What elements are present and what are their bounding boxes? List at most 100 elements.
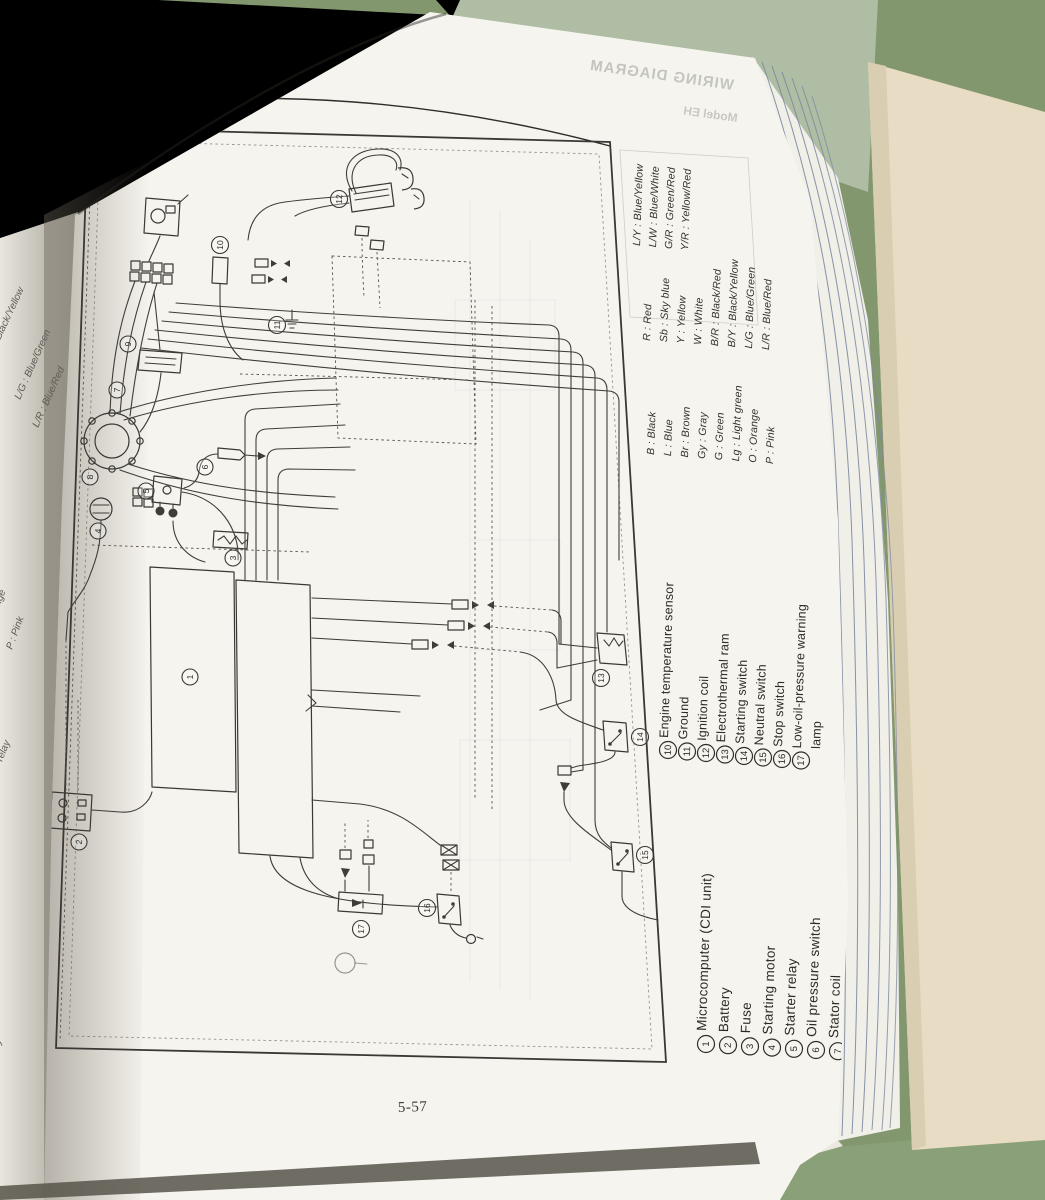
legend-label-6: Oil pressure switch: [804, 917, 823, 1037]
legend-label-12: Ignition coil: [695, 676, 711, 742]
circled-number-11: 11: [267, 315, 287, 335]
circled-number-15: 15: [635, 845, 655, 865]
svg-text:15: 15: [640, 850, 650, 860]
color-code-sb: Sb : Sky blue: [658, 278, 672, 343]
black-cover-notch: [436, 0, 460, 18]
legend-label-14: Starting switch: [733, 659, 750, 744]
circled-number-4: 4: [89, 522, 107, 540]
color-code-lw: L/W : Blue/White: [647, 166, 662, 248]
wiring-diagram: 1 2 3 4 5 6 7 8 9 10 11 12 13 14 15 16 1…: [49, 139, 659, 1041]
color-code-l: L : Blue: [662, 419, 675, 456]
legend-circle-14: 14: [734, 746, 754, 766]
inline-connectors: [251, 258, 612, 893]
bullet-connector-pair: [440, 844, 460, 893]
legend-circle-15: 15: [753, 748, 773, 767]
svg-text:5: 5: [141, 488, 151, 493]
left-fragment-ay: ay: [0, 1036, 5, 1051]
color-code-legend: L/Y : Blue/Yellow L/W : Blue/White G/R :…: [631, 163, 777, 465]
legend-circle-2: 2: [718, 1036, 738, 1055]
circled-number-9: 9: [119, 335, 137, 353]
legend-label-3: Fuse: [738, 1002, 754, 1034]
svg-text:4: 4: [93, 528, 103, 533]
legend-circle-17: 17: [791, 751, 811, 770]
color-code-lr2: L/R : Blue/Red: [760, 278, 775, 350]
legend-label-10: Engine temperature sensor: [657, 582, 676, 738]
circled-number-16: 16: [417, 898, 437, 918]
svg-text:12: 12: [334, 194, 344, 204]
svg-text:13: 13: [720, 749, 731, 760]
engine-temp-sensor-symbol: [211, 256, 244, 361]
svg-text:14: 14: [739, 751, 750, 762]
top-left-component: [143, 194, 189, 262]
legend-circle-11: 11: [677, 742, 697, 761]
legend-circle-6: 6: [806, 1040, 826, 1060]
circled-number-2: 2: [70, 833, 88, 851]
legend-circle-1: 1: [696, 1034, 716, 1054]
svg-text:6: 6: [811, 1047, 822, 1053]
svg-text:11: 11: [272, 320, 282, 329]
cdi-unit-symbol: [149, 566, 317, 859]
circled-number-10: 10: [210, 235, 230, 255]
legend-label-15: Neutral switch: [752, 664, 769, 746]
circled-number-17: 17: [351, 919, 371, 939]
ghost-diagram: [454, 200, 571, 1000]
legend-label-7: Stator coil: [826, 974, 843, 1038]
color-code-g: G : Green: [713, 412, 727, 460]
svg-text:12: 12: [701, 748, 712, 759]
legend-circle-12: 12: [696, 743, 716, 763]
electrothermal-ram-symbol: [596, 632, 628, 666]
color-code-gy: Gy : Gray: [696, 411, 710, 459]
table-surface-bottom: [750, 1128, 1045, 1200]
circled-number-14: 14: [630, 727, 650, 747]
fuse-symbol: [212, 530, 249, 550]
page-curl-edge: [77, 12, 447, 215]
color-code-w: W : White: [692, 297, 706, 345]
color-code-lg2: L/G : Blue/Green: [743, 267, 758, 349]
component-legend-10-17: 10 Engine temperature sensor 11 Ground 1…: [657, 582, 824, 770]
svg-text:3: 3: [745, 1044, 756, 1050]
svg-text:13: 13: [596, 673, 606, 683]
circled-number-6: 6: [196, 458, 214, 476]
spine-shadow: [44, 160, 150, 1200]
circled-number-3: 3: [224, 549, 242, 567]
neutral-switch-symbol: [610, 841, 635, 873]
circled-number-1: 1: [181, 668, 199, 686]
rectifier-regulator-symbol: [137, 349, 183, 374]
legend-circle-5: 5: [784, 1039, 804, 1058]
main-page: [44, 12, 848, 1200]
circled-number-8: 8: [81, 468, 99, 486]
wires: [59, 139, 659, 1041]
svg-text:1: 1: [185, 674, 195, 679]
svg-text:2: 2: [74, 839, 84, 844]
ignition-coil-symbol: [247, 148, 425, 309]
svg-text:16: 16: [422, 903, 432, 913]
svg-text:2: 2: [723, 1042, 734, 1048]
svg-text:1: 1: [701, 1041, 712, 1047]
svg-text:14: 14: [635, 732, 645, 742]
legend-label-5: Starter relay: [782, 958, 800, 1036]
svg-text:11: 11: [682, 746, 693, 756]
legend-label-16: Stop switch: [771, 681, 787, 748]
svg-text:10: 10: [663, 745, 674, 756]
component-legend-1-9: 1 Microcomputer (CDI unit) 2 Battery 3 F…: [694, 873, 848, 1061]
starting-switch-symbol: [602, 720, 629, 753]
legend-label-11: Ground: [676, 696, 691, 739]
svg-text:3: 3: [228, 555, 238, 560]
color-code-by: B/Y : Black/Yellow: [726, 258, 741, 348]
legend-label-2: Battery: [716, 987, 733, 1032]
color-code-lightgreen: Lg : Light green: [730, 385, 745, 462]
legend-label-1: Microcomputer (CDI unit): [694, 873, 715, 1031]
color-code-brown: Br : Brown: [679, 406, 693, 457]
svg-text:9: 9: [123, 341, 133, 346]
color-code-b: B : Black: [645, 411, 659, 455]
color-code-br2: B/R : Black/Red: [709, 268, 724, 346]
legend-label-17: Low-oil-pressure warning: [790, 604, 809, 749]
color-code-gr: G/R : Green/Red: [663, 166, 678, 249]
svg-text:15: 15: [758, 752, 769, 763]
ground-symbol: [285, 309, 299, 329]
svg-text:5: 5: [789, 1046, 800, 1052]
legend-label-13: Electrothermal ram: [714, 633, 732, 743]
svg-text:17: 17: [356, 924, 366, 934]
